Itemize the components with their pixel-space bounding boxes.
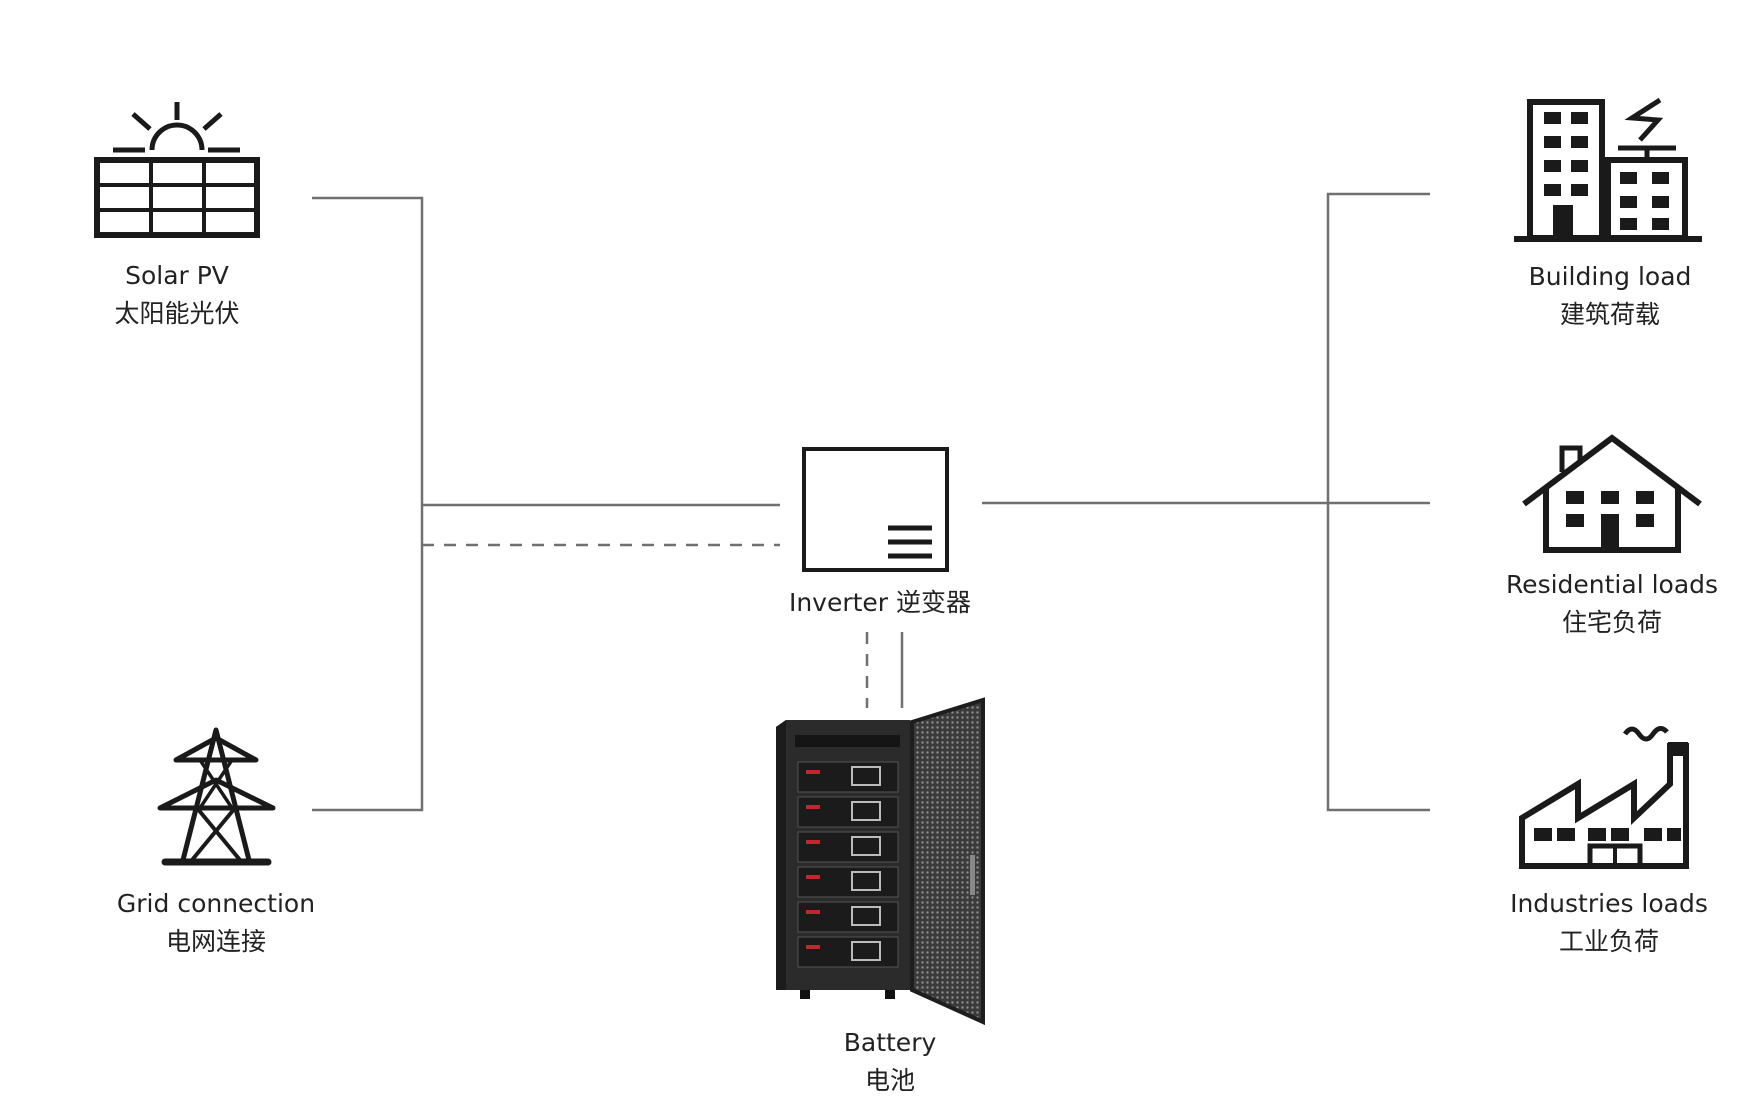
industry-label: Industries loads 工业负荷 xyxy=(1484,885,1734,961)
grid-label: Grid connection 电网连接 xyxy=(96,885,336,961)
grid-connector xyxy=(312,505,424,812)
building-label: Building load 建筑荷载 xyxy=(1490,258,1730,334)
transmission-tower-icon xyxy=(157,727,276,866)
grid-label-zh: 电网连接 xyxy=(165,927,266,956)
smoke-icon xyxy=(1622,726,1669,742)
factory-icon xyxy=(1519,726,1689,869)
connectors xyxy=(312,192,1430,812)
battery-modules xyxy=(797,761,899,968)
residential-label-zh: 住宅负荷 xyxy=(1561,608,1662,637)
battery-label: Battery 电池 xyxy=(790,1024,990,1100)
building-label-zh: 建筑荷载 xyxy=(1559,300,1660,329)
battery-label-zh: 电池 xyxy=(864,1066,915,1095)
lightning-icon xyxy=(1624,97,1664,142)
building-label-en: Building load xyxy=(1528,262,1692,291)
grid-label-en: Grid connection xyxy=(116,889,316,918)
industry-label-zh: 工业负荷 xyxy=(1558,927,1659,956)
inverter-label: Inverter 逆变器 xyxy=(760,584,1000,622)
battery-cabinet-icon xyxy=(776,697,985,1026)
solar-label-en: Solar PV xyxy=(125,261,229,290)
office-building-icon xyxy=(1514,97,1702,242)
solar-label: Solar PV 太阳能光伏 xyxy=(77,257,277,333)
cabinet-door xyxy=(910,697,985,1026)
solar-connector xyxy=(312,196,424,505)
inverter-icon xyxy=(802,447,949,572)
house-icon xyxy=(1522,434,1702,553)
building-connector xyxy=(1326,192,1430,812)
inverter-label-text: Inverter 逆变器 xyxy=(788,588,972,617)
industry-label-en: Industries loads xyxy=(1510,889,1708,918)
solar-label-zh: 太阳能光伏 xyxy=(114,299,240,328)
solar-panel-icon xyxy=(94,102,260,238)
residential-label: Residential loads 住宅负荷 xyxy=(1482,566,1742,642)
battery-label-en: Battery xyxy=(843,1028,937,1057)
residential-label-en: Residential loads xyxy=(1505,570,1719,599)
